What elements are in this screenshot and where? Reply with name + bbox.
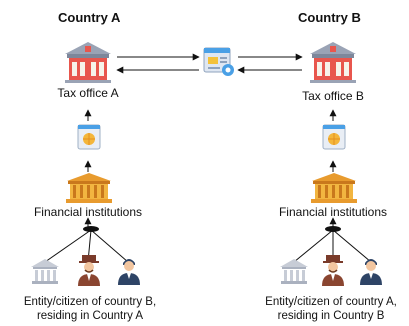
businessman-icon xyxy=(319,253,347,287)
financial-institutions-b-label: Financial institutions xyxy=(278,205,388,219)
caption-left-line1: Entity/citizen of country B, xyxy=(23,296,157,308)
caption-right-line2: residing in Country B xyxy=(277,310,385,322)
country-a-title: Country A xyxy=(58,10,121,25)
fan-line xyxy=(44,229,92,263)
person-icon xyxy=(357,254,385,286)
caption-left: Entity/citizen of country B, residing in… xyxy=(2,295,178,323)
fan-hub xyxy=(325,226,341,232)
caption-right: Entity/citizen of country A, residing in… xyxy=(243,295,409,323)
tax-office-icon xyxy=(63,40,113,84)
report-document-icon xyxy=(76,123,102,151)
financial-institutions-a-label: Financial institutions xyxy=(33,205,143,219)
fan-line xyxy=(90,229,129,263)
document-exchange-icon xyxy=(201,45,237,79)
fan-line xyxy=(293,229,334,263)
caption-left-line2: residing in Country A xyxy=(36,310,144,322)
country-b-title: Country B xyxy=(298,10,361,25)
bank-building-icon xyxy=(309,172,359,204)
government-building-icon xyxy=(279,258,309,286)
government-building-icon xyxy=(30,258,60,286)
businessman-icon xyxy=(75,253,103,287)
caption-right-line1: Entity/citizen of country A, xyxy=(265,296,397,308)
bank-building-icon xyxy=(64,172,114,204)
report-document-icon xyxy=(321,123,347,151)
fan-hub xyxy=(83,226,99,232)
tax-office-b-label: Tax office B xyxy=(302,89,364,103)
tax-office-a-label: Tax office A xyxy=(57,86,119,100)
person-icon xyxy=(115,254,143,286)
fan-line xyxy=(332,229,372,263)
tax-office-icon xyxy=(308,40,358,84)
